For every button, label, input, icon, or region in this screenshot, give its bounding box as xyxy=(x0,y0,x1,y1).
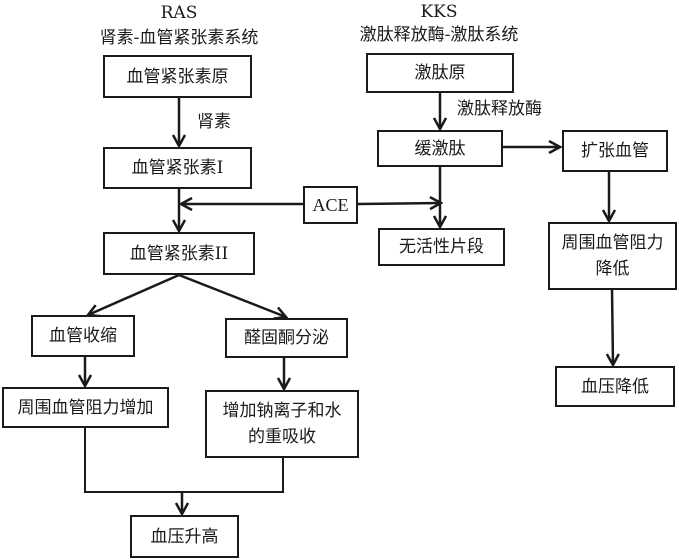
node-ace: ACE xyxy=(303,186,358,224)
ras-subtitle: 肾素-血管紧张素系统 xyxy=(99,28,259,48)
node-na-water-reabsorption: 增加钠离子和水的重吸收 xyxy=(205,390,359,458)
node-resistance-increase: 周围血管阻力增加 xyxy=(2,387,169,428)
node-bp-increase: 血压升高 xyxy=(130,515,239,558)
arrow-ang2-to-vasoconstriction xyxy=(88,273,180,315)
node-angiotensin-1: 血管紧张素I xyxy=(103,147,252,189)
arrow-ace-to-kks xyxy=(356,203,441,204)
arrow-resistance-down-to-bp-down xyxy=(612,288,613,365)
label-renin: 肾素 xyxy=(197,112,231,132)
label-kallikrein: 激肽释放酶 xyxy=(457,99,542,119)
arrow-ang2-to-aldosterone xyxy=(178,273,286,317)
node-bradykinin: 缓激肽 xyxy=(377,130,503,167)
kks-subtitle: 激肽释放酶-激肽系统 xyxy=(359,25,519,45)
node-angiotensin-2: 血管紧张素II xyxy=(103,232,255,275)
node-aldosterone: 醛固酮分泌 xyxy=(225,318,348,358)
node-kininogen: 激肽原 xyxy=(366,53,514,93)
node-vasoconstriction: 血管收缩 xyxy=(31,315,135,357)
node-inactive-fragment: 无活性片段 xyxy=(378,228,505,266)
node-bp-decrease: 血压降低 xyxy=(555,366,675,407)
node-angiotensinogen: 血管紧张素原 xyxy=(103,55,252,98)
ras-title: RAS xyxy=(160,3,198,23)
node-vasodilation: 扩张血管 xyxy=(562,130,668,172)
kks-title: KKS xyxy=(420,2,458,22)
node-resistance-decrease: 周围血管阻力降低 xyxy=(548,222,677,290)
